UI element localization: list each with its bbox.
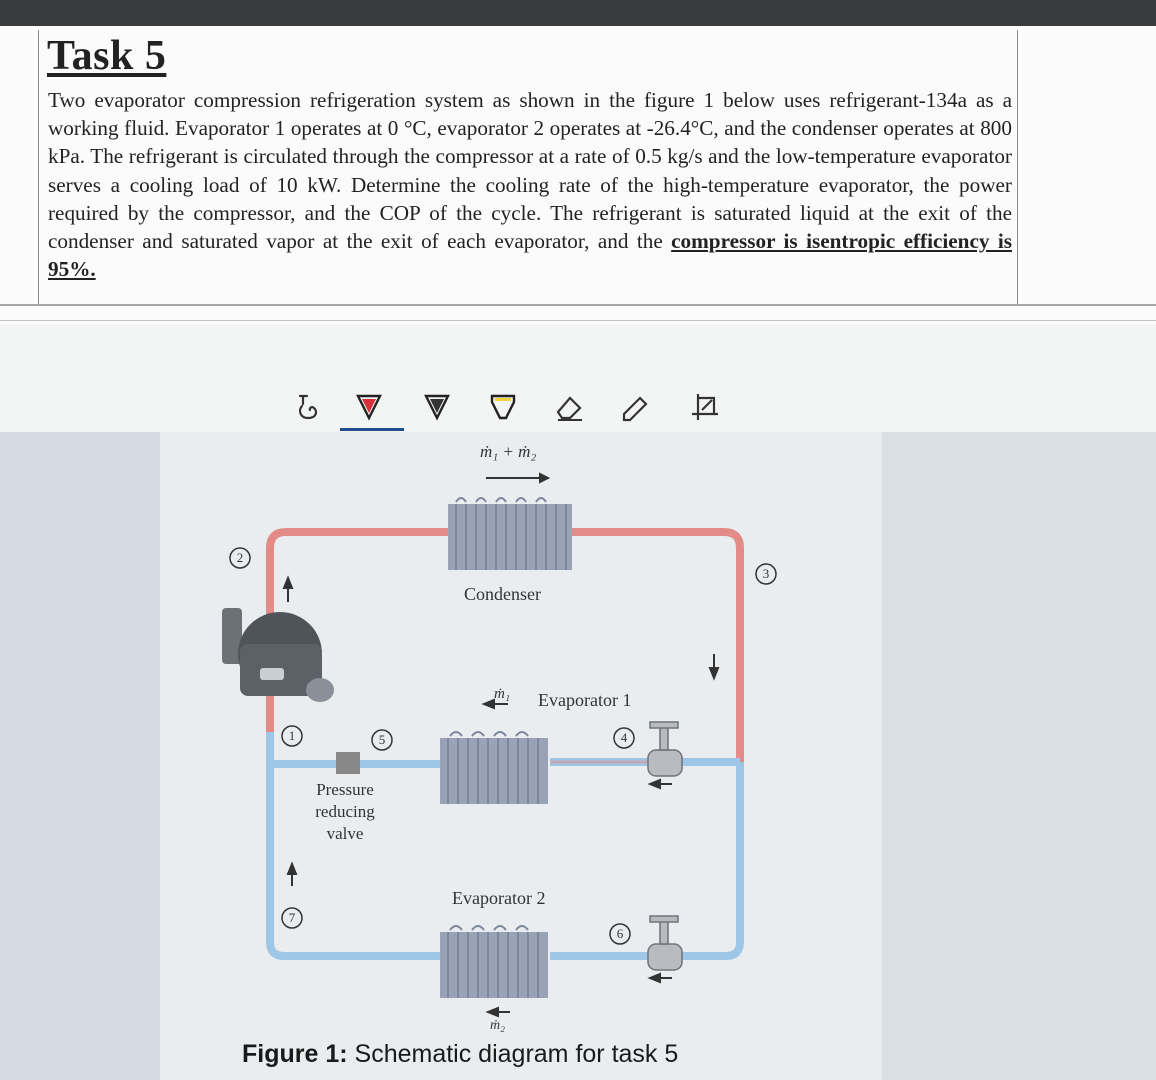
caption-prefix: Figure 1: [242, 1040, 348, 1068]
touch-write-icon[interactable] [292, 390, 326, 424]
schematic-figure: 2 3 1 4 5 6 7 ṁ₁ + ṁ₂ Condenser ṁ₁ Evapo… [160, 432, 882, 1080]
task-body: Two evaporator compression refrigeration… [48, 88, 1012, 254]
divider [0, 304, 1156, 306]
figure-background-left [0, 432, 160, 1080]
caption-text: Schematic diagram for task 5 [347, 1040, 679, 1068]
pressure-label: Pressure [316, 780, 374, 799]
pen-red-icon[interactable] [352, 390, 386, 424]
figure-caption: Figure 1: Schematic diagram for task 5 [242, 1040, 678, 1069]
state-2-label: 2 [237, 550, 244, 565]
task-frame [38, 30, 1018, 306]
task-emphasis: compressor is isentropic efficiency is 9… [48, 229, 1013, 282]
compressor [222, 608, 334, 702]
state-1-label: 1 [289, 728, 296, 743]
state-4-label: 4 [621, 730, 628, 745]
evaporator-1-coil [440, 738, 548, 804]
reducing-label: reducing [315, 802, 375, 821]
discharge-line [266, 528, 450, 732]
valve-label: valve [326, 824, 364, 843]
suction-line-low [266, 732, 442, 960]
condenser-label: Condenser [464, 584, 541, 604]
condenser-outlet-line [570, 528, 744, 762]
condenser-coil [448, 504, 572, 570]
figure-background-right [882, 432, 1156, 1080]
total-flow-label: ṁ₁ + ṁ₂ [480, 442, 537, 461]
evaporator-2-label: Evaporator 2 [452, 888, 546, 908]
pen-black-icon[interactable] [420, 390, 454, 424]
ruler-pencil-icon[interactable] [618, 390, 652, 424]
eraser-icon[interactable] [552, 390, 586, 424]
pressure-reducing-valve [336, 752, 360, 774]
task-title: Task 5 [47, 33, 167, 79]
task-description: Two evaporator compression refrigeration… [48, 86, 1012, 283]
expansion-valve-1 [647, 721, 683, 777]
state-5-label: 5 [379, 732, 386, 747]
flow-2-label: ṁ₂ [490, 1018, 505, 1033]
state-3-label: 3 [763, 566, 770, 581]
state-7-label: 7 [289, 910, 296, 925]
highlighter-yellow-icon[interactable] [486, 390, 520, 424]
state-6-label: 6 [617, 926, 624, 941]
schematic-diagram: 2 3 1 4 5 6 7 [222, 472, 777, 1018]
expansion-valve-2 [647, 915, 683, 971]
document-page [0, 26, 1156, 324]
evaporator-2-coil [440, 932, 548, 998]
state-markers [229, 547, 777, 945]
window-top-bar [0, 0, 1156, 26]
evaporator-1-label: Evaporator 1 [538, 690, 632, 710]
divider [0, 320, 1156, 321]
lasso-select-icon[interactable] [688, 390, 722, 424]
selected-tool-indicator [340, 428, 404, 431]
liquid-line-low [550, 762, 744, 960]
flow-1-label: ṁ₁ [494, 686, 511, 702]
